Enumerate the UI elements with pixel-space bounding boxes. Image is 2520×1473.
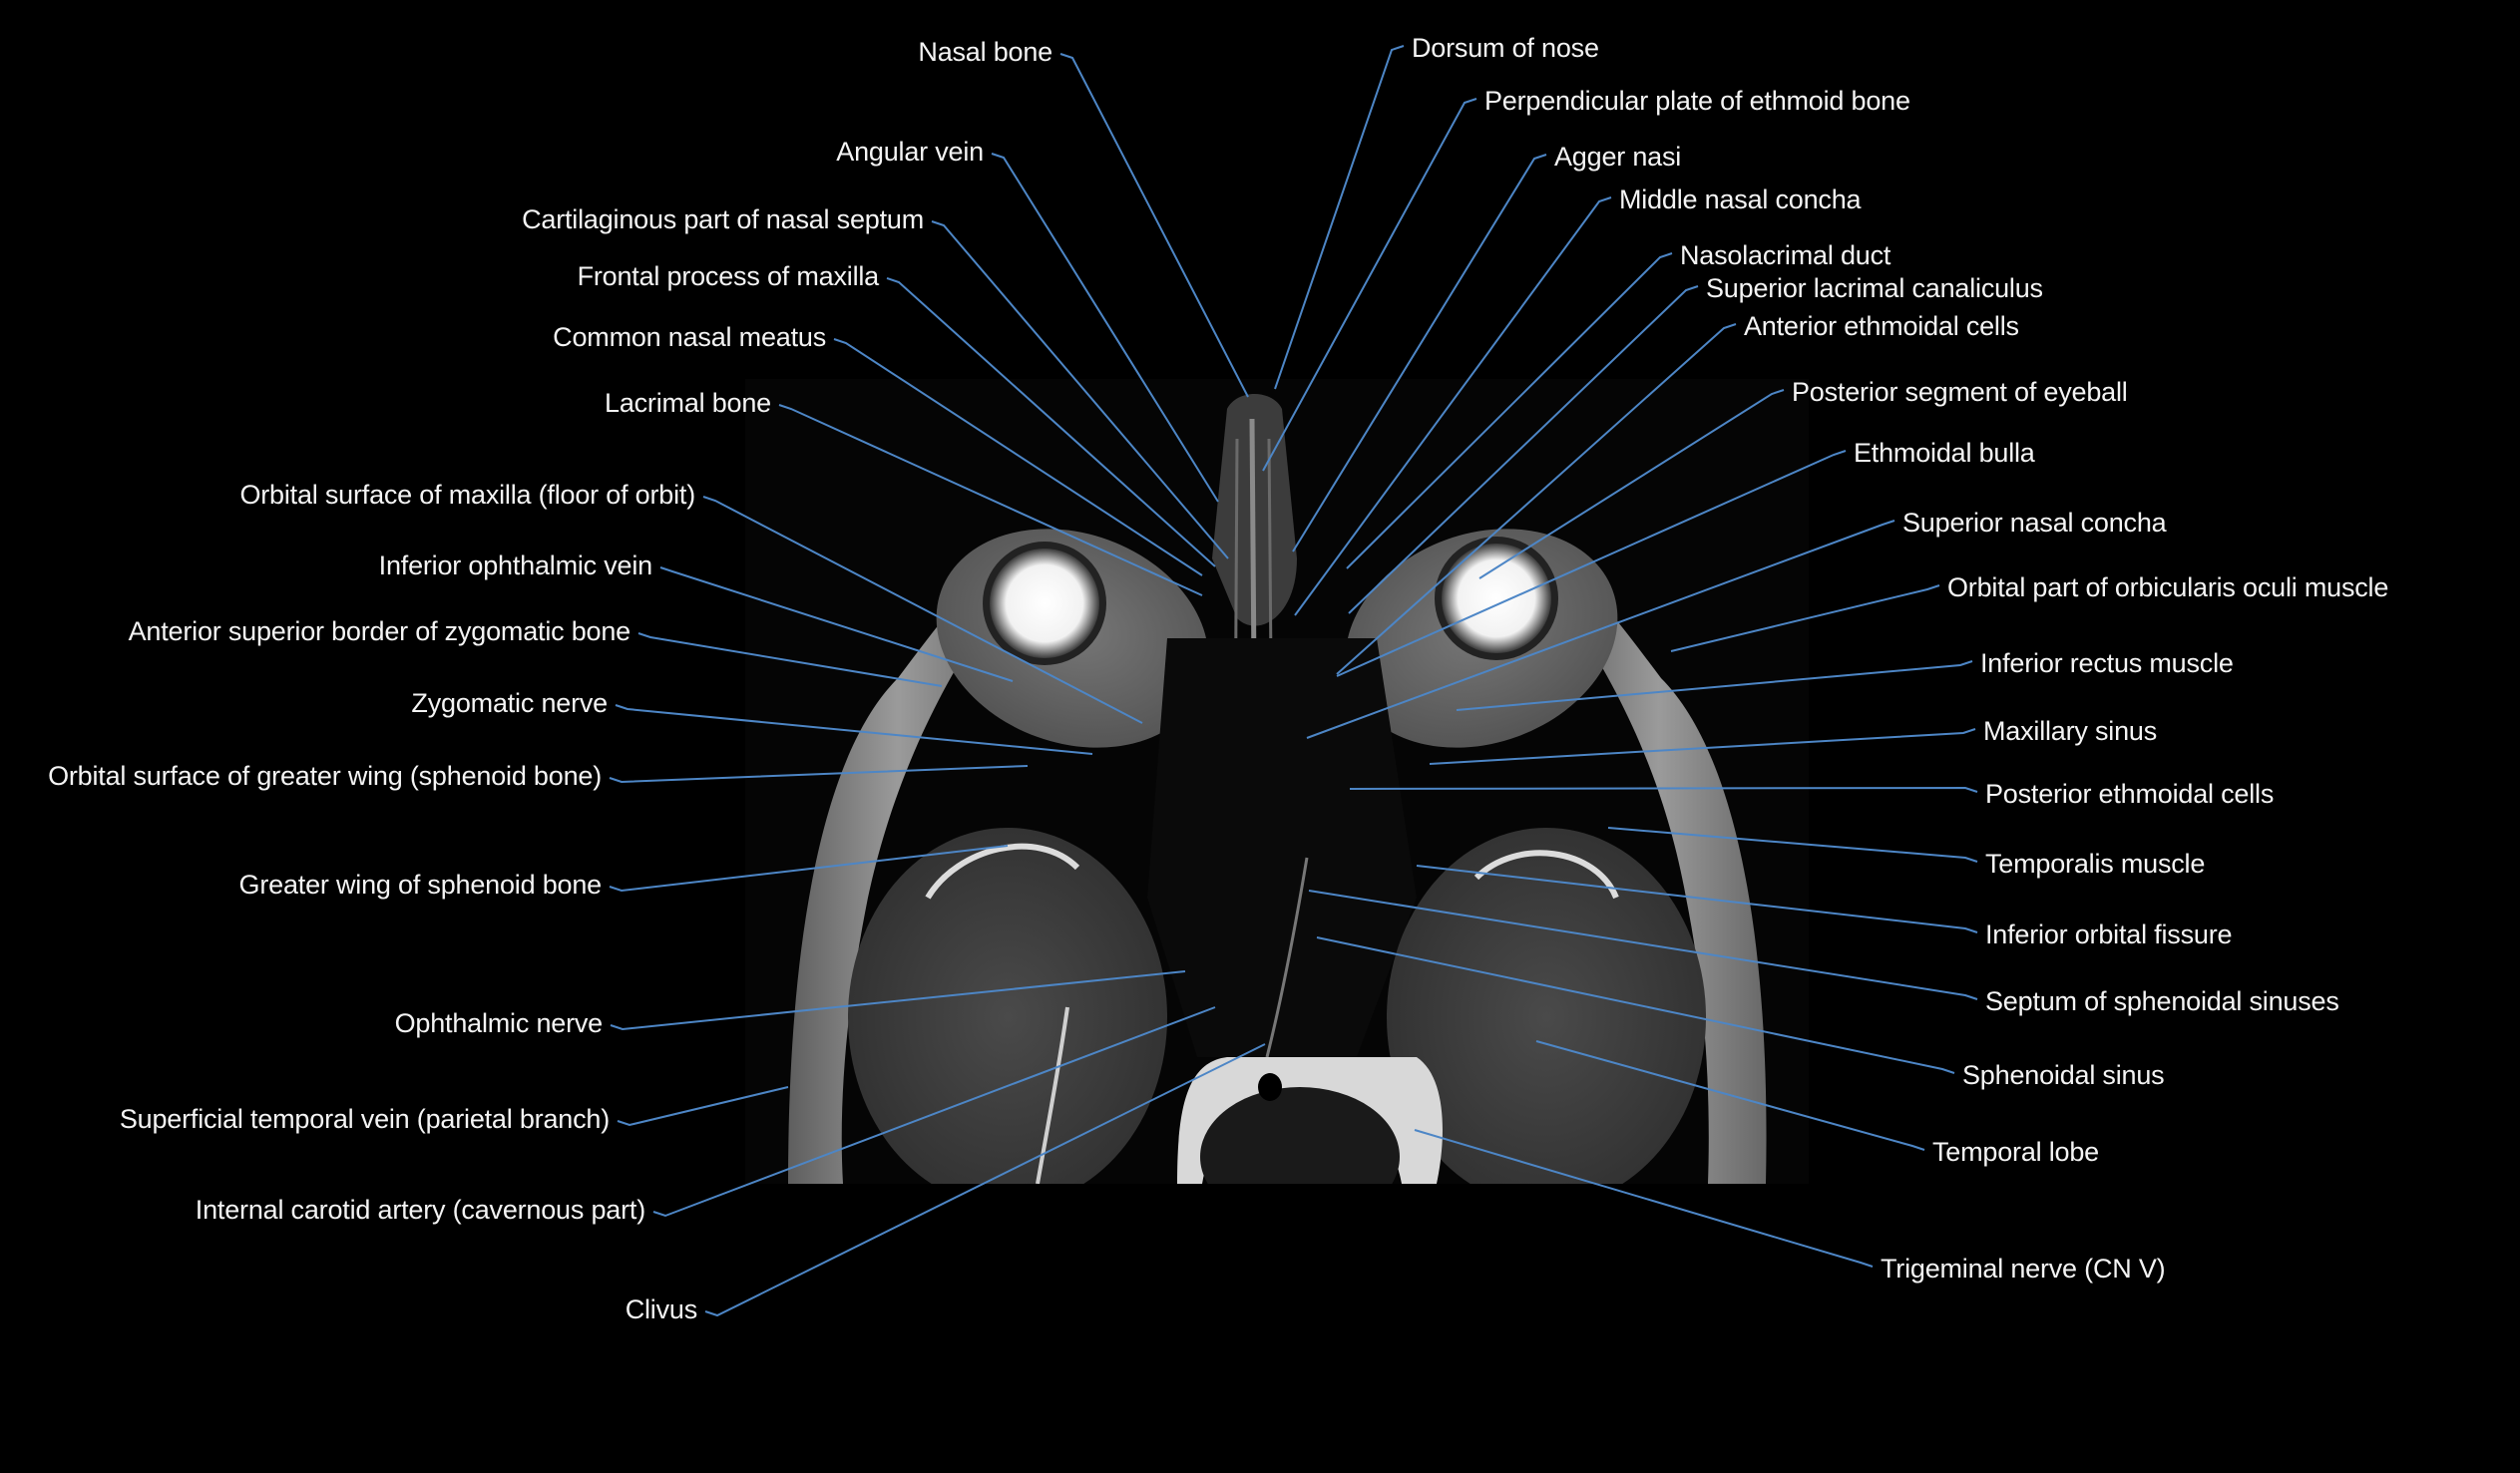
- label-nasolacrimal-duct: Nasolacrimal duct: [1680, 240, 1891, 270]
- label-sphenoidal-sinus: Sphenoidal sinus: [1962, 1060, 2165, 1090]
- label-agger-nasi: Agger nasi: [1554, 142, 1682, 172]
- label-frontal-process-of-maxilla: Frontal process of maxilla: [577, 261, 880, 291]
- label-nasal-bone: Nasal bone: [918, 37, 1052, 67]
- label-angular-vein: Angular vein: [836, 137, 984, 167]
- label-anterior-superior-border-of-zygomatic-bone: Anterior superior border of zygomatic bo…: [128, 616, 631, 646]
- label-trigeminal-nerve-cn-v: Trigeminal nerve (CN V): [1881, 1254, 2166, 1284]
- label-middle-nasal-concha: Middle nasal concha: [1619, 184, 1862, 214]
- label-perpendicular-plate-of-ethmoid-bone: Perpendicular plate of ethmoid bone: [1484, 86, 1910, 116]
- label-superficial-temporal-vein-parietal-branch: Superficial temporal vein (parietal bran…: [119, 1104, 610, 1134]
- label-orbital-part-of-orbicularis-oculi-muscle: Orbital part of orbicularis oculi muscle: [1947, 572, 2389, 602]
- label-inferior-rectus-muscle: Inferior rectus muscle: [1980, 648, 2234, 678]
- label-inferior-orbital-fissure: Inferior orbital fissure: [1985, 920, 2233, 949]
- label-anterior-ethmoidal-cells: Anterior ethmoidal cells: [1744, 311, 2019, 341]
- label-cartilaginous-part-of-nasal-septum: Cartilaginous part of nasal septum: [522, 204, 924, 234]
- label-ethmoidal-bulla: Ethmoidal bulla: [1854, 438, 2035, 468]
- label-internal-carotid-artery-cavernous-part: Internal carotid artery (cavernous part): [195, 1195, 645, 1225]
- label-temporalis-muscle: Temporalis muscle: [1985, 849, 2206, 879]
- label-superior-lacrimal-canaliculus: Superior lacrimal canaliculus: [1706, 273, 2043, 303]
- label-posterior-ethmoidal-cells: Posterior ethmoidal cells: [1985, 779, 2275, 809]
- label-orbital-surface-of-maxilla-floor-of-orbit: Orbital surface of maxilla (floor of orb…: [239, 480, 695, 510]
- label-clivus: Clivus: [625, 1294, 698, 1324]
- label-posterior-segment-of-eyeball: Posterior segment of eyeball: [1792, 377, 2128, 407]
- label-orbital-surface-of-greater-wing-sphenoid-bone: Orbital surface of greater wing (sphenoi…: [48, 761, 602, 791]
- label-zygomatic-nerve: Zygomatic nerve: [411, 688, 608, 718]
- label-septum-of-sphenoidal-sinuses: Septum of sphenoidal sinuses: [1985, 986, 2339, 1016]
- label-ophthalmic-nerve: Ophthalmic nerve: [394, 1008, 604, 1038]
- label-superior-nasal-concha: Superior nasal concha: [1902, 508, 2167, 538]
- label-lacrimal-bone: Lacrimal bone: [605, 388, 771, 418]
- label-maxillary-sinus: Maxillary sinus: [1983, 716, 2158, 746]
- label-dorsum-of-nose: Dorsum of nose: [1412, 33, 1599, 63]
- label-temporal-lobe: Temporal lobe: [1932, 1137, 2099, 1167]
- label-greater-wing-of-sphenoid-bone: Greater wing of sphenoid bone: [238, 870, 603, 900]
- label-common-nasal-meatus: Common nasal meatus: [553, 322, 826, 352]
- label-inferior-ophthalmic-vein: Inferior ophthalmic vein: [378, 551, 653, 580]
